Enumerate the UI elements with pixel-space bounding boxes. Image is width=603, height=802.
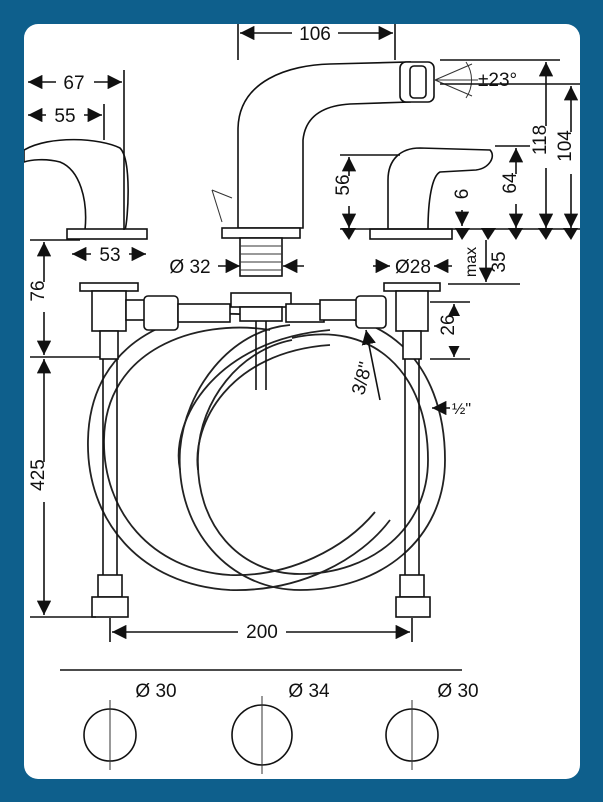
dimension-thread-12: ½" <box>432 400 471 418</box>
dimension-425: 425 <box>28 359 96 618</box>
dimension-64: 64 <box>495 145 530 228</box>
dimension-dia-28: Ø28 <box>373 255 452 278</box>
dim-425-label: 425 <box>28 459 49 491</box>
dim-dia-32-label: Ø 32 <box>169 257 210 278</box>
dimension-56: 56 <box>333 154 400 228</box>
dimension-200: 200 <box>109 618 413 643</box>
dim-26-label: 26 <box>438 314 459 335</box>
faucet-dimension-drawing: 106 67 55 ±23° <box>24 24 580 774</box>
dimension-106: 106 <box>237 24 396 60</box>
dim-64-label: 64 <box>500 172 521 194</box>
dim-55-label: 55 <box>54 106 75 127</box>
dim-106-label: 106 <box>299 24 331 45</box>
dimension-6: 6 <box>452 189 473 226</box>
dim-53-label: 53 <box>99 245 120 266</box>
dim-dia-28-label: Ø28 <box>395 257 431 278</box>
technical-drawing-sheet: 106 67 55 ±23° <box>24 24 580 779</box>
hole-middle-label: Ø 34 <box>288 681 330 702</box>
dimension-26: 26 <box>430 301 470 360</box>
hole-right-label: Ø 30 <box>437 681 478 702</box>
dim-angle-label: ±23° <box>478 70 517 91</box>
right-handle <box>369 147 494 618</box>
dim-thread-38-label: 3/8" <box>348 360 377 397</box>
baseline-arrows <box>341 228 578 240</box>
hole-right: Ø 30 <box>385 681 479 770</box>
dim-76-label: 76 <box>28 280 49 301</box>
dim-104-label: 104 <box>555 130 576 162</box>
dimension-104: 104 <box>440 83 580 228</box>
dimension-118: 118 <box>440 59 560 228</box>
dimension-max-35: max 35 <box>448 240 520 285</box>
dimension-thread-38: 3/8" <box>348 329 381 401</box>
left-handle <box>24 138 148 618</box>
dim-max-label: max <box>463 247 480 277</box>
dimension-55: 55 <box>27 104 105 140</box>
dim-thread-12-label: ½" <box>452 401 471 418</box>
hole-left-label: Ø 30 <box>135 681 176 702</box>
dim-56-label: 56 <box>333 174 354 195</box>
hose-loops <box>87 312 446 591</box>
dimension-67: 67 <box>27 70 125 230</box>
dimension-dia-32: Ø 32 <box>169 257 304 278</box>
dimension-76: 76 <box>28 239 100 358</box>
dimension-angle: ±23° <box>434 61 517 99</box>
dim-35-label: 35 <box>489 251 510 272</box>
hole-middle: Ø 34 <box>231 681 330 774</box>
dimension-53: 53 <box>72 243 146 266</box>
center-spout <box>211 61 435 390</box>
cross-connectors <box>125 295 387 331</box>
hole-left: Ø 30 <box>83 681 177 770</box>
dim-200-label: 200 <box>246 622 278 643</box>
dim-67-label: 67 <box>63 73 84 94</box>
dim-6-label: 6 <box>452 189 473 200</box>
dim-118-label: 118 <box>530 125 551 155</box>
